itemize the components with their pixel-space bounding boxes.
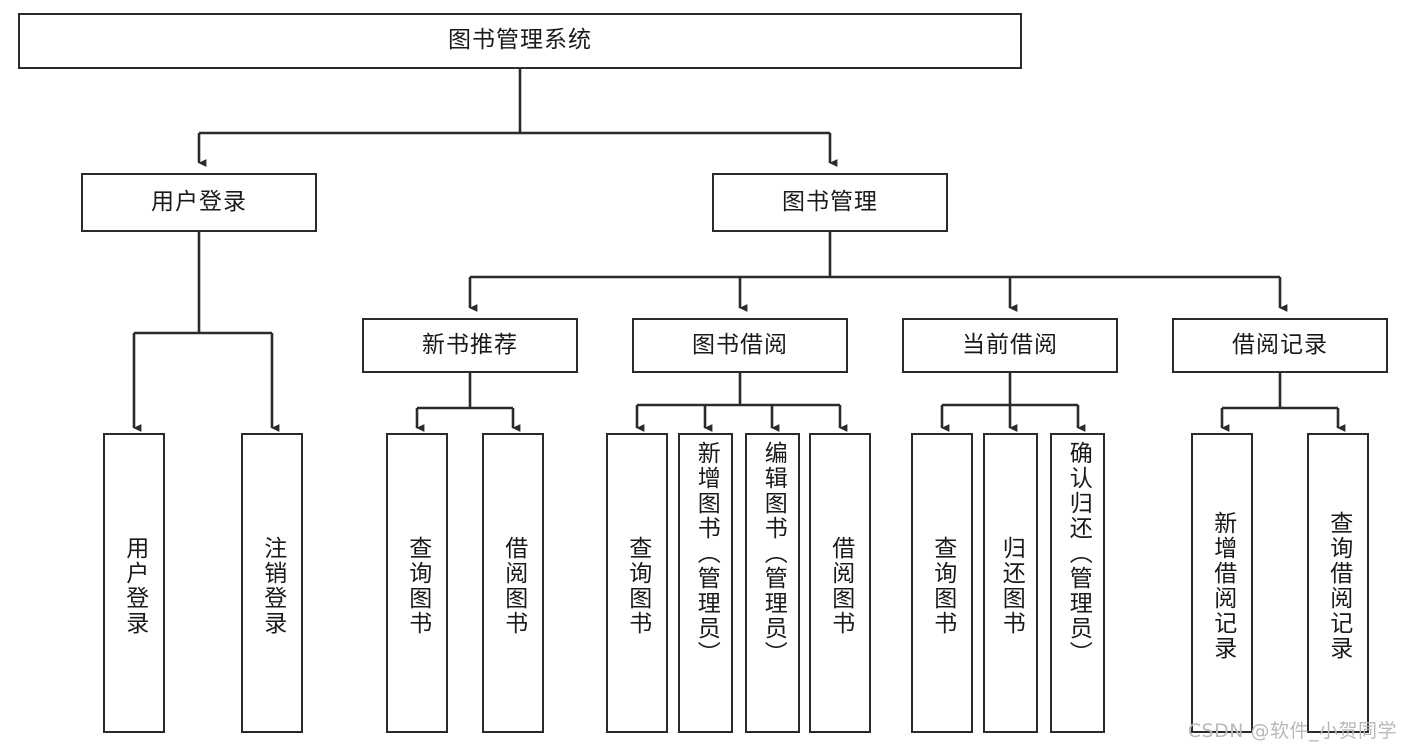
node-new-book-recommendation[interactable]: 新书推荐 bbox=[362, 318, 578, 373]
leaf-current-borrow-query[interactable]: 查询图书 bbox=[911, 433, 973, 733]
leaf-text-wrap: 用户登录 bbox=[105, 441, 163, 731]
node-current-borrowing[interactable]: 当前借阅 bbox=[902, 318, 1118, 373]
leaf-record-query[interactable]: 查询借阅记录 bbox=[1307, 433, 1369, 733]
node-user-login[interactable]: 用户登录 bbox=[81, 173, 317, 232]
node-label: 图书管理系统 bbox=[448, 27, 592, 54]
node-book-management[interactable]: 图书管理 bbox=[712, 173, 948, 232]
leaf-book-borrow-borrow[interactable]: 借阅图书 bbox=[809, 433, 871, 733]
leaf-text-wrap: 借阅图书 bbox=[811, 441, 869, 731]
leaf-text-wrap: 归还图书 bbox=[985, 441, 1036, 731]
node-label: 新增图书（管理员） bbox=[693, 441, 720, 666]
leaf-text-wrap: 新增图书（管理员） bbox=[680, 441, 731, 731]
node-label: 归还图书 bbox=[998, 536, 1025, 636]
leaf-current-borrow-confirm-admin[interactable]: 确认归还（管理员） bbox=[1050, 433, 1105, 733]
node-label: 用户登录 bbox=[151, 188, 247, 215]
leaf-record-add[interactable]: 新增借阅记录 bbox=[1191, 433, 1253, 733]
leaf-user-login-login[interactable]: 用户登录 bbox=[103, 433, 165, 733]
node-label: 用户登录 bbox=[121, 536, 148, 636]
leaf-text-wrap: 确认归还（管理员） bbox=[1052, 441, 1103, 731]
node-label: 编辑图书（管理员） bbox=[760, 441, 787, 666]
leaf-book-borrow-edit-admin[interactable]: 编辑图书（管理员） bbox=[745, 433, 800, 733]
node-label: 注销登录 bbox=[259, 536, 286, 636]
node-label: 借阅记录 bbox=[1232, 331, 1328, 358]
node-label: 查询图书 bbox=[404, 536, 431, 636]
node-label: 查询借阅记录 bbox=[1325, 511, 1352, 661]
node-label: 图书借阅 bbox=[692, 331, 788, 358]
leaf-current-borrow-return[interactable]: 归还图书 bbox=[983, 433, 1038, 733]
leaf-text-wrap: 注销登录 bbox=[243, 441, 301, 731]
node-label: 新书推荐 bbox=[422, 331, 518, 358]
node-label: 图书管理 bbox=[782, 188, 878, 215]
leaf-book-borrow-add-admin[interactable]: 新增图书（管理员） bbox=[678, 433, 733, 733]
leaf-user-login-logout[interactable]: 注销登录 bbox=[241, 433, 303, 733]
watermark: CSDN @软件_小贺同学 bbox=[1187, 720, 1397, 742]
node-label: 查询图书 bbox=[624, 536, 651, 636]
node-book-borrowing[interactable]: 图书借阅 bbox=[632, 318, 848, 373]
node-label: 查询图书 bbox=[929, 536, 956, 636]
node-label: 新增借阅记录 bbox=[1209, 511, 1236, 661]
leaf-text-wrap: 查询图书 bbox=[913, 441, 971, 731]
leaf-text-wrap: 查询图书 bbox=[388, 441, 446, 731]
node-label: 确认归还（管理员） bbox=[1065, 441, 1092, 666]
leaf-text-wrap: 编辑图书（管理员） bbox=[747, 441, 798, 731]
node-label: 当前借阅 bbox=[962, 331, 1058, 358]
leaf-book-borrow-query[interactable]: 查询图书 bbox=[606, 433, 668, 733]
leaf-text-wrap: 新增借阅记录 bbox=[1193, 441, 1251, 731]
leaf-text-wrap: 借阅图书 bbox=[484, 441, 542, 731]
node-label: 借阅图书 bbox=[827, 536, 854, 636]
leaf-text-wrap: 查询借阅记录 bbox=[1309, 441, 1367, 731]
node-borrow-records[interactable]: 借阅记录 bbox=[1172, 318, 1388, 373]
node-label: 借阅图书 bbox=[500, 536, 527, 636]
leaf-new-book-borrow[interactable]: 借阅图书 bbox=[482, 433, 544, 733]
node-root-book-management-system[interactable]: 图书管理系统 bbox=[18, 13, 1022, 69]
leaf-new-book-query[interactable]: 查询图书 bbox=[386, 433, 448, 733]
leaf-text-wrap: 查询图书 bbox=[608, 441, 666, 731]
